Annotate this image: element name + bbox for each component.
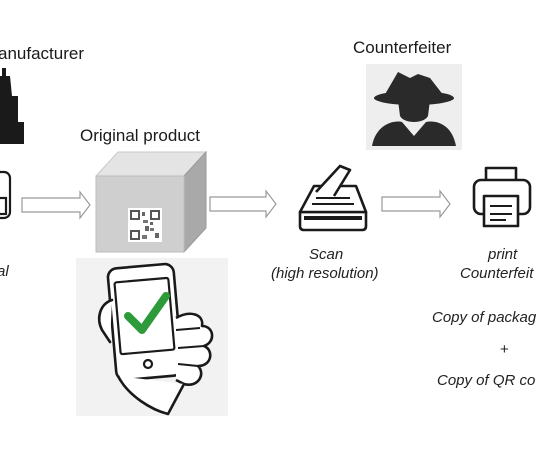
- qr-code-icon: [128, 208, 162, 242]
- printer-icon-left: [0, 170, 12, 220]
- arrow-right-1: [21, 190, 91, 220]
- plus-sign: +: [500, 341, 509, 358]
- check-mark-icon: [124, 292, 170, 334]
- manufacturer-label: anufacturer: [0, 44, 84, 63]
- left-printer-caption: al: [0, 263, 9, 280]
- factory-icon: [0, 68, 24, 144]
- spy-icon: [366, 64, 462, 150]
- product-box-icon: [94, 150, 208, 254]
- arrow-right-2: [209, 189, 277, 219]
- copy-qr-label: Copy of QR co: [437, 372, 536, 389]
- copy-packaging-label: Copy of packag: [432, 309, 537, 326]
- scanner-icon: [298, 164, 368, 232]
- arrow-right-3: [381, 189, 451, 219]
- print-detail-label: Counterfeit: [460, 265, 534, 282]
- print-label: print: [488, 246, 518, 263]
- scan-label: Scan: [309, 246, 344, 263]
- original-product-label: Original product: [80, 126, 201, 145]
- scan-detail-label: (high resolution): [271, 265, 379, 282]
- phone-check-icon: [76, 258, 228, 416]
- counterfeiter-label: Counterfeiter: [353, 38, 452, 57]
- printer-icon-right: [472, 166, 532, 228]
